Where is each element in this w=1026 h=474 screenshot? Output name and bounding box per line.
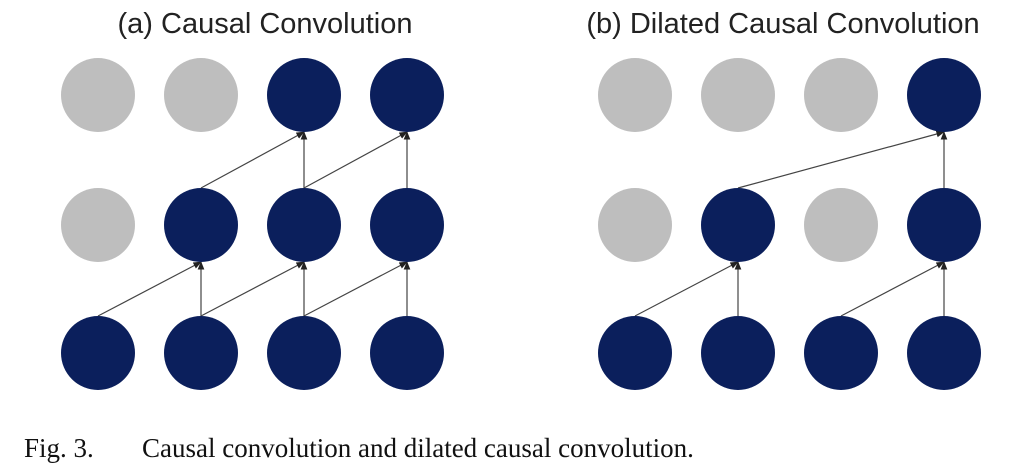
edge-a-4 [303,261,408,317]
node-b-r2-c0 [598,316,672,390]
node-b-r0-c0 [598,58,672,132]
edge-b-0 [634,261,739,317]
edge-b-2 [840,261,945,317]
caption-label: Fig. 3. [24,433,94,463]
edge-a-0 [97,261,202,317]
node-a-r1-c2 [267,188,341,262]
node-a-r2-c3 [370,316,444,390]
node-b-r0-c3 [907,58,981,132]
figure-caption: Fig. 3. Causal convolution and dilated ca… [24,428,694,468]
node-b-r2-c2 [804,316,878,390]
node-b-r0-c2 [804,58,878,132]
edge-a-6 [200,131,305,189]
edge-b-4 [737,130,945,189]
node-a-r0-c2 [267,58,341,132]
node-b-r2-c3 [907,316,981,390]
node-b-r0-c1 [701,58,775,132]
node-b-r1-c1 [701,188,775,262]
node-b-r1-c2 [804,188,878,262]
node-a-r2-c1 [164,316,238,390]
node-a-r0-c3 [370,58,444,132]
node-a-r1-c3 [370,188,444,262]
node-a-r1-c1 [164,188,238,262]
node-a-r0-c0 [61,58,135,132]
node-a-r2-c2 [267,316,341,390]
edge-a-8 [303,131,408,189]
caption-text: Causal convolution and dilated causal co… [142,433,694,463]
node-b-r1-c3 [907,188,981,262]
node-a-r1-c0 [61,188,135,262]
node-b-r2-c1 [701,316,775,390]
node-b-r1-c0 [598,188,672,262]
edge-a-2 [200,261,305,317]
node-a-r2-c0 [61,316,135,390]
panel-b-title: (b) Dilated Causal Convolution [586,8,980,40]
panel-a-title: (a) Causal Convolution [117,8,413,40]
node-a-r0-c1 [164,58,238,132]
